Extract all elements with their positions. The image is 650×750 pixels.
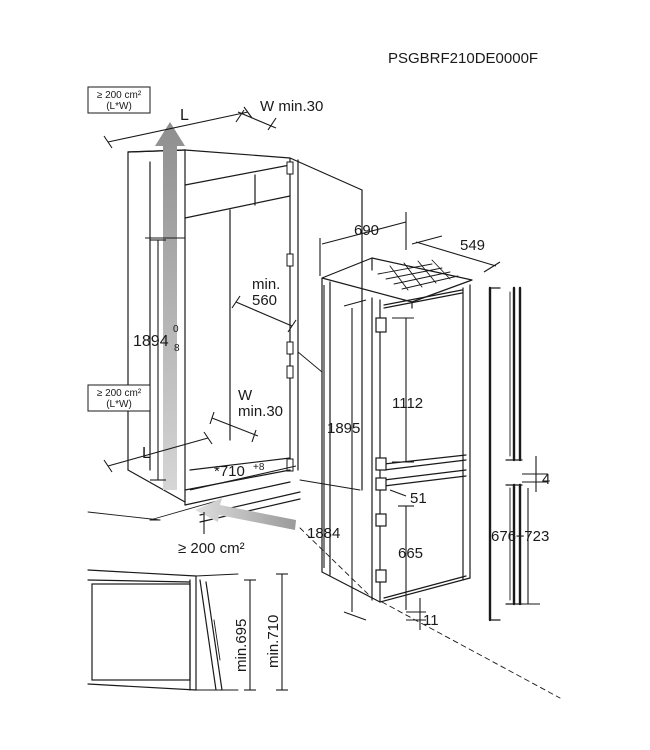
label-gap-51: 51: [410, 490, 427, 507]
dim-height-665: [398, 505, 414, 610]
dim-depth-560: [231, 295, 297, 333]
label-niche-depth-bottom-sup: +8: [253, 462, 265, 473]
label-gap-11: 11: [423, 612, 439, 629]
label-depth-549: 549: [460, 237, 485, 254]
dim-detail-695: [244, 579, 256, 691]
niche-cabinet: [87, 149, 363, 523]
dim-L-top: [103, 106, 253, 149]
dim-height-1112: [392, 317, 414, 463]
model-code: PSGBRF210DE0000F: [388, 50, 538, 67]
appliance: [321, 257, 473, 603]
label-gap-4: 4: [542, 471, 550, 488]
door-profile: [488, 286, 523, 622]
dim-L-bottom: [103, 431, 213, 473]
label-door-range: 676÷723: [491, 528, 549, 545]
detail-view: [87, 569, 239, 691]
label-height-1112: 1112: [392, 395, 423, 412]
svg-text:(L*W): (L*W): [106, 399, 132, 410]
label-depth-line1: min.: [252, 276, 280, 293]
dim-height-1895: [343, 299, 367, 621]
label-L-bottom: L: [142, 445, 151, 462]
svg-text:≥ 200 cm²: ≥ 200 cm²: [97, 90, 142, 101]
dim-niche-height: [145, 237, 185, 481]
label-niche-height: 1894: [133, 333, 169, 350]
air-flow-up-arrow: [155, 122, 185, 490]
dim-gap-11: [406, 598, 426, 630]
label-height-665: 665: [398, 545, 423, 562]
label-detail-710: min.710: [265, 615, 282, 668]
label-niche-height-sub: 8: [174, 343, 180, 354]
dim-gap-4: [522, 456, 548, 492]
floor-projection-dashed-2: [299, 527, 371, 597]
dim-gap-51: [389, 489, 407, 497]
label-niche-height-sup: 0: [173, 324, 179, 335]
label-height-1895: 1895: [327, 420, 360, 437]
label-height-1884: 1884: [307, 525, 340, 542]
vent-box-mid: ≥ 200 cm² (L*W): [87, 384, 151, 412]
vent-box-top: ≥ 200 cm² (L*W): [87, 86, 151, 114]
label-L-top: L: [180, 107, 189, 124]
label-niche-depth-bottom: *710: [214, 463, 245, 480]
label-detail-695: min.695: [233, 619, 250, 672]
connector-line: [297, 351, 323, 373]
label-W-mid-line1: W: [238, 387, 253, 404]
floor-projection-dashed: [381, 601, 561, 699]
dim-door-range: [522, 488, 540, 605]
label-vent-bottom: ≥ 200 cm²: [178, 540, 245, 557]
dim-niche-depth-bottom: [189, 465, 297, 491]
label-width-690: 690: [354, 222, 379, 239]
label-W-top: W min.30: [260, 98, 323, 115]
air-flow-in-arrow: [195, 498, 296, 530]
svg-text:(L*W): (L*W): [106, 101, 132, 112]
dim-detail-710: [276, 573, 288, 691]
label-W-mid-line2: min.30: [238, 403, 283, 420]
svg-text:≥ 200 cm²: ≥ 200 cm²: [97, 388, 142, 399]
label-depth-line2: 560: [252, 292, 277, 309]
dim-width-690: [319, 212, 407, 276]
dim-depth-549: [411, 235, 501, 273]
dim-W-mid: [209, 411, 259, 443]
dim-W-top: [235, 109, 277, 131]
